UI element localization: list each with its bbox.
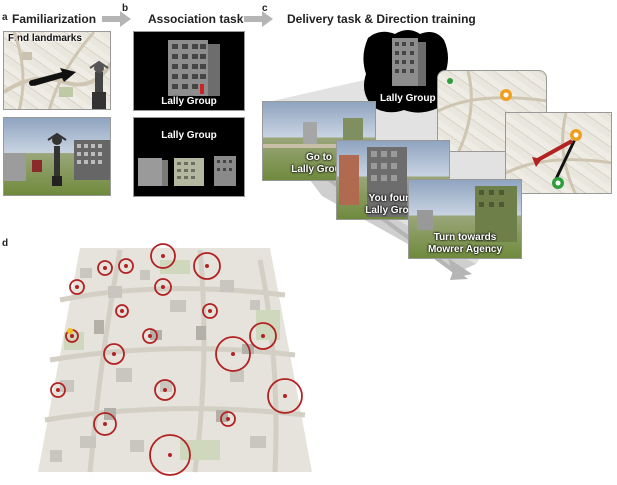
panel-b-title: Association task <box>148 12 244 26</box>
arrow-right-icon <box>244 11 273 27</box>
panel-d-letter: d <box>2 238 9 249</box>
panel-c-letter: c <box>262 3 268 14</box>
turn-instruction: Turn towards Mowrer Agency <box>427 232 503 255</box>
panel-b-letter: b <box>122 3 129 14</box>
association-choice-panel: Lally Group <box>133 117 245 197</box>
association-single-building-panel: Lally Group <box>133 31 245 111</box>
panel-a-letter: a <box>2 12 8 23</box>
association-building-label: Lally Group <box>161 96 217 107</box>
delivery-screen-turn: Turn towards Mowrer Agency <box>408 179 522 259</box>
familiarization-map-panel: Find landmarks <box>3 31 111 110</box>
bubble-label-wrap: Lally Group <box>380 93 450 105</box>
panel-c-title: Delivery task & Direction training <box>287 12 476 26</box>
found-message: You found Lally Group <box>365 193 421 216</box>
landmark-map-graphic <box>4 32 110 109</box>
building-icon <box>174 158 204 186</box>
landmark-scene-graphic <box>4 132 110 186</box>
location-pin-icon <box>552 177 564 189</box>
arrow-right-icon <box>102 11 131 27</box>
city-overview-map <box>38 243 312 476</box>
thought-bubble <box>363 30 448 113</box>
direction-map-panel-1 <box>437 70 547 152</box>
direction-map-panel-2 <box>505 112 612 194</box>
direction-map-graphic-2 <box>506 113 611 193</box>
find-landmarks-caption: Find landmarks <box>8 33 82 44</box>
building-icon <box>392 38 426 86</box>
statue-icon <box>89 60 109 109</box>
direction-map-graphic-1 <box>438 71 546 151</box>
building-icon <box>138 158 168 186</box>
statue-icon <box>47 132 67 186</box>
location-pin-icon <box>50 243 303 476</box>
building-icon <box>214 156 236 186</box>
location-pin-icon <box>500 89 512 101</box>
building-icon <box>168 40 220 96</box>
turn-scene-graphic <box>417 186 517 242</box>
building-icon <box>367 147 407 217</box>
goto-instruction: Go to Lally Group <box>291 152 347 175</box>
goto-scene-graphic <box>263 118 375 148</box>
found-scene-graphic <box>339 147 407 217</box>
panel-a-title: Familiarization <box>12 12 97 26</box>
bubble-building-label: Lally Group <box>380 93 436 104</box>
association-choice-label: Lally Group <box>161 130 217 141</box>
familiarization-scene-panel <box>3 117 111 196</box>
arrow-right-icon <box>32 68 76 86</box>
building-choices-graphic <box>138 156 236 186</box>
location-pin-icon <box>570 129 582 141</box>
